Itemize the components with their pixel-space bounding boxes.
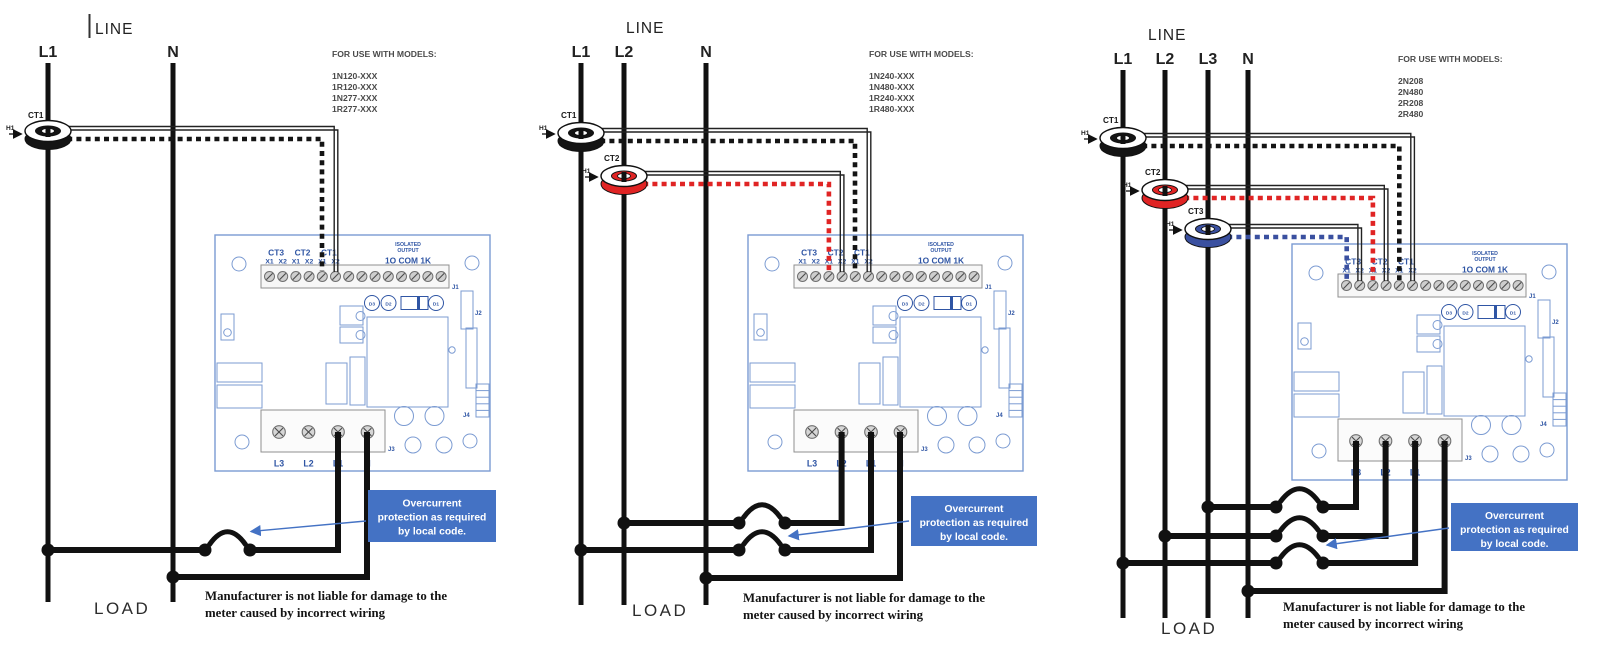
svg-text:1N277-XXX: 1N277-XXX [332, 93, 378, 103]
ct1-current-transformer [24, 119, 72, 150]
ct3-current-transformer [1184, 217, 1232, 248]
line-title: LINE [95, 21, 133, 38]
diagram-panel-3ct: LINE L1 L2 L3 N FOR USE WITH MODELS: 2N2… [1081, 27, 1578, 638]
ct3-secondary-wires [1218, 223, 1363, 281]
svg-text:1R240-XXX: 1R240-XXX [869, 93, 915, 103]
ct1-label: CT1 [1103, 116, 1119, 125]
models-title: FOR USE WITH MODELS: [1398, 54, 1503, 64]
ct2-label: CT2 [604, 154, 620, 163]
ct2-h1-label: H1 [1123, 182, 1132, 189]
ct2-secondary-wires [634, 170, 845, 272]
svg-text:2R480: 2R480 [1398, 109, 1424, 119]
svg-text:1R480-XXX: 1R480-XXX [869, 104, 915, 114]
ct3-label: CT3 [1188, 207, 1204, 216]
phase-label-l1: L1 [572, 44, 591, 61]
svg-text:2R208: 2R208 [1398, 98, 1424, 108]
svg-text:by local code.: by local code. [940, 532, 1008, 543]
ct2-label: CT2 [1145, 168, 1161, 177]
disclaimer-line2: meter caused by incorrect wiring [743, 608, 924, 622]
fuse-l1 [1278, 542, 1321, 560]
svg-text:2N208: 2N208 [1398, 76, 1424, 86]
fuse-l1 [207, 529, 248, 547]
fuse-l2 [1278, 515, 1321, 533]
phase-label-n: N [167, 44, 179, 61]
line-title: LINE [1148, 27, 1186, 44]
phase-label-l2: L2 [615, 44, 634, 61]
svg-text:Overcurrent: Overcurrent [1485, 511, 1545, 522]
phase-label-l3: L3 [1199, 51, 1218, 68]
svg-text:2N480: 2N480 [1398, 87, 1424, 97]
load-side-wiring [41, 432, 370, 584]
load-side-wiring [574, 432, 903, 585]
phase-conductors [45, 63, 176, 602]
disclaimer-line2: meter caused by incorrect wiring [1283, 617, 1464, 631]
svg-text:1R120-XXX: 1R120-XXX [332, 82, 378, 92]
svg-text:by local code.: by local code. [1480, 539, 1548, 550]
ct1-secondary-wires [591, 127, 872, 272]
meter-pcb-instance [215, 235, 490, 471]
models-list: 1N240-XXX 1N480-XXX 1R240-XXX 1R480-XXX [869, 71, 915, 114]
ct2-h1-label: H1 [582, 168, 591, 175]
diagram-panel-1ct: LINE L1 N FOR USE WITH MODELS: 1N120-XXX… [6, 14, 496, 620]
load-title: LOAD [632, 601, 688, 620]
fuse-l2 [741, 502, 783, 520]
meter-pcb-instance [1292, 244, 1567, 480]
phase-label-l2: L2 [1156, 51, 1175, 68]
ct1-secondary-wires [1133, 132, 1416, 281]
overcurrent-note: Overcurrent protection as required by lo… [249, 490, 496, 542]
phase-label-l1: L1 [1114, 51, 1133, 68]
ct2-secondary-wires [1175, 184, 1389, 281]
line-title: LINE [626, 20, 664, 37]
svg-text:protection as required: protection as required [1460, 525, 1569, 536]
svg-text:Overcurrent: Overcurrent [945, 504, 1005, 515]
overcurrent-note: Overcurrent protection as required by lo… [1325, 503, 1578, 551]
models-title: FOR USE WITH MODELS: [332, 49, 437, 59]
load-title: LOAD [94, 599, 150, 618]
phase-label-n: N [1242, 51, 1254, 68]
note-arrow [787, 520, 910, 541]
disclaimer-line1: Manufacturer is not liable for damage to… [1283, 600, 1525, 614]
disclaimer-line2: meter caused by incorrect wiring [205, 606, 386, 620]
ct1-label: CT1 [561, 111, 577, 120]
models-list: 2N208 2N480 2R208 2R480 [1398, 76, 1424, 119]
ct1-label: CT1 [28, 111, 44, 120]
load-side-wiring [1116, 441, 1448, 598]
note-arrow [249, 520, 367, 537]
phase-conductors [1120, 70, 1251, 618]
disclaimer-line1: Manufacturer is not liable for damage to… [205, 589, 447, 603]
phase-conductors [578, 63, 709, 605]
svg-text:1N240-XXX: 1N240-XXX [869, 71, 915, 81]
fuse-l3 [1278, 486, 1321, 504]
fuse-l1 [741, 529, 783, 547]
ct1-h1-label: H1 [539, 125, 548, 132]
models-list: 1N120-XXX 1R120-XXX 1N277-XXX 1R277-XXX [332, 71, 378, 114]
svg-text:1N120-XXX: 1N120-XXX [332, 71, 378, 81]
ct1-secondary-wires [58, 125, 339, 272]
ct1-h1-label: H1 [6, 125, 15, 132]
svg-text:Overcurrent: Overcurrent [403, 499, 463, 510]
ct3-h1-label: H1 [1166, 221, 1175, 228]
disclaimer-line1: Manufacturer is not liable for damage to… [743, 591, 985, 605]
svg-text:protection as required: protection as required [378, 513, 487, 524]
note-arrow [1325, 527, 1450, 550]
ct1-current-transformer [557, 121, 605, 152]
svg-text:1N480-XXX: 1N480-XXX [869, 82, 915, 92]
ct1-h1-label: H1 [1081, 130, 1090, 137]
models-title: FOR USE WITH MODELS: [869, 49, 974, 59]
svg-text:protection as required: protection as required [920, 518, 1029, 529]
diagram-panel-2ct: LINE L1 L2 N FOR USE WITH MODELS: 1N240-… [539, 20, 1037, 622]
ct2-current-transformer [1141, 178, 1189, 209]
overcurrent-note: Overcurrent protection as required by lo… [787, 496, 1037, 546]
svg-text:by local code.: by local code. [398, 527, 466, 538]
phase-label-l1: L1 [39, 44, 58, 61]
phase-label-n: N [700, 44, 712, 61]
svg-text:1R277-XXX: 1R277-XXX [332, 104, 378, 114]
ct2-current-transformer [600, 164, 648, 195]
load-title: LOAD [1161, 619, 1217, 638]
ct1-current-transformer [1099, 126, 1147, 157]
meter-pcb-instance [748, 235, 1023, 471]
